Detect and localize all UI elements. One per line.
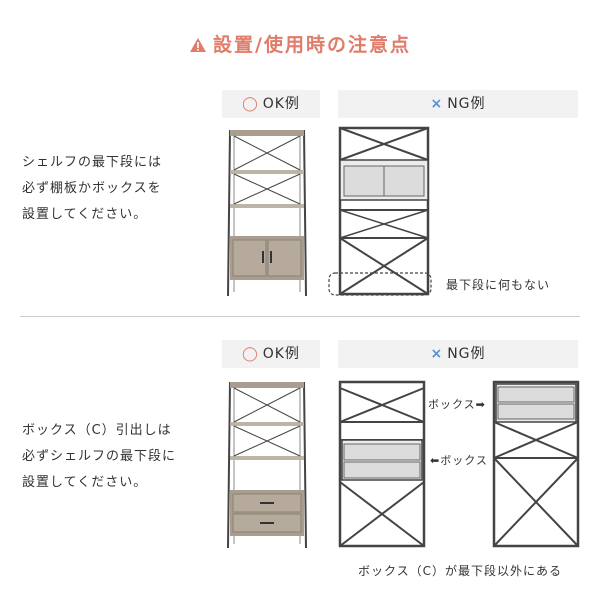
ng-label: NG例 [447,96,486,112]
ok-circle-icon: ◯ [242,96,259,112]
ok-shelf-illustration-1 [227,129,307,297]
desc-line: ボックス（C）引出しは [22,423,172,438]
ok-label: OK例 [262,346,300,362]
ok-shelf-illustration-2 [227,381,307,549]
ng-label-box-2: ×NG例 [338,340,578,368]
ng-cross-icon: × [430,346,444,362]
section2-description: ボックス（C）引出しは 必ずシェルフの最下段に 設置してください。 [22,418,176,496]
ng-label: NG例 [447,346,486,362]
bottom-note: ボックス（C）が最下段以外にある [358,564,563,578]
ok-label-box-2: ◯OK例 [222,340,320,368]
ng-shelf-illustration-1 [338,126,430,296]
ok-circle-icon: ◯ [242,346,259,362]
ng-cross-icon: × [430,96,444,112]
title-text: 設置/使用時の注意点 [213,34,411,56]
ng-shelf-illustration-2b [492,380,580,548]
desc-line: 設置してください。 [22,475,148,490]
page-title: 設置/使用時の注意点 [0,30,600,58]
ok-label-box-1: ◯OK例 [222,90,320,118]
section-divider [20,316,580,317]
desc-line: 必ず棚板かボックスを [22,181,162,196]
desc-line: 設置してください。 [22,207,148,222]
box-arrow-left: ⬅ボックス [430,454,488,467]
ng-shelf-illustration-2a [338,380,426,548]
ng-label-box-1: ×NG例 [338,90,578,118]
warning-icon [189,36,207,58]
desc-line: 必ずシェルフの最下段に [22,449,177,464]
empty-bottom-highlight [328,272,432,296]
section1-description: シェルフの最下段には 必ず棚板かボックスを 設置してください。 [22,150,162,228]
empty-bottom-note: 最下段に何もない [446,278,551,292]
box-arrow-right: ボックス➡ [428,398,486,411]
desc-line: シェルフの最下段には [22,155,163,170]
ok-label: OK例 [262,96,300,112]
